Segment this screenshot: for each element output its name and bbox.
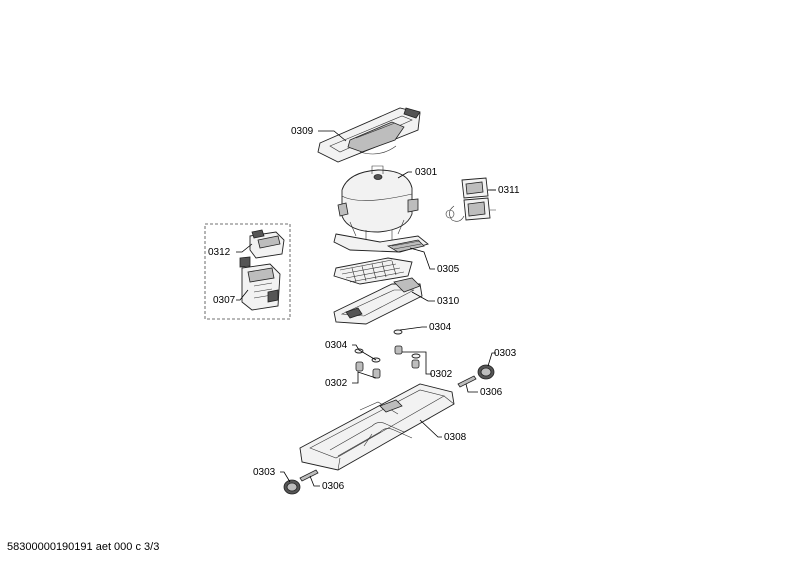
label-0311: 0311 bbox=[498, 185, 520, 196]
label-0301: 0301 bbox=[415, 167, 438, 178]
document-footer: 58300000190191 aet 000 c 3/3 bbox=[7, 541, 160, 553]
label-0302-left: 0302 bbox=[325, 378, 348, 389]
dashed-group-box bbox=[204, 223, 291, 320]
label-0303-top: 0303 bbox=[494, 348, 517, 359]
part-0306-pin-top bbox=[457, 375, 477, 388]
part-0301-compressor bbox=[337, 165, 419, 240]
part-0304-0302-grommets bbox=[354, 329, 421, 379]
label-0302-right: 0302 bbox=[430, 369, 453, 380]
label-0312: 0312 bbox=[208, 247, 231, 258]
part-0303-foot-top bbox=[477, 364, 495, 380]
part-0312-cover bbox=[249, 229, 285, 259]
part-0305-mounting-grid bbox=[333, 233, 429, 285]
part-0309-cover-tray bbox=[317, 107, 421, 163]
part-0306-pin-bottom bbox=[299, 469, 319, 482]
label-0308: 0308 bbox=[444, 432, 467, 443]
part-0310-drip-tray bbox=[333, 277, 423, 325]
label-0305: 0305 bbox=[437, 264, 460, 275]
label-0304-right: 0304 bbox=[429, 322, 452, 333]
part-0307-module bbox=[239, 256, 281, 311]
label-0303-bottom: 0303 bbox=[253, 467, 276, 478]
leader-lines bbox=[236, 130, 496, 487]
part-0308-base-frame bbox=[299, 383, 455, 471]
label-0306-top: 0306 bbox=[480, 387, 503, 398]
label-0304-left: 0304 bbox=[325, 340, 348, 351]
label-0309: 0309 bbox=[291, 126, 314, 137]
label-0310: 0310 bbox=[437, 296, 460, 307]
part-0303-foot-bottom bbox=[283, 479, 301, 495]
label-0307: 0307 bbox=[213, 295, 236, 306]
label-0306-bottom: 0306 bbox=[322, 481, 345, 492]
part-0311-starter-relay bbox=[445, 177, 496, 222]
callout-labels: 0309 0301 0311 0312 0307 0305 0310 0304 … bbox=[208, 126, 520, 492]
